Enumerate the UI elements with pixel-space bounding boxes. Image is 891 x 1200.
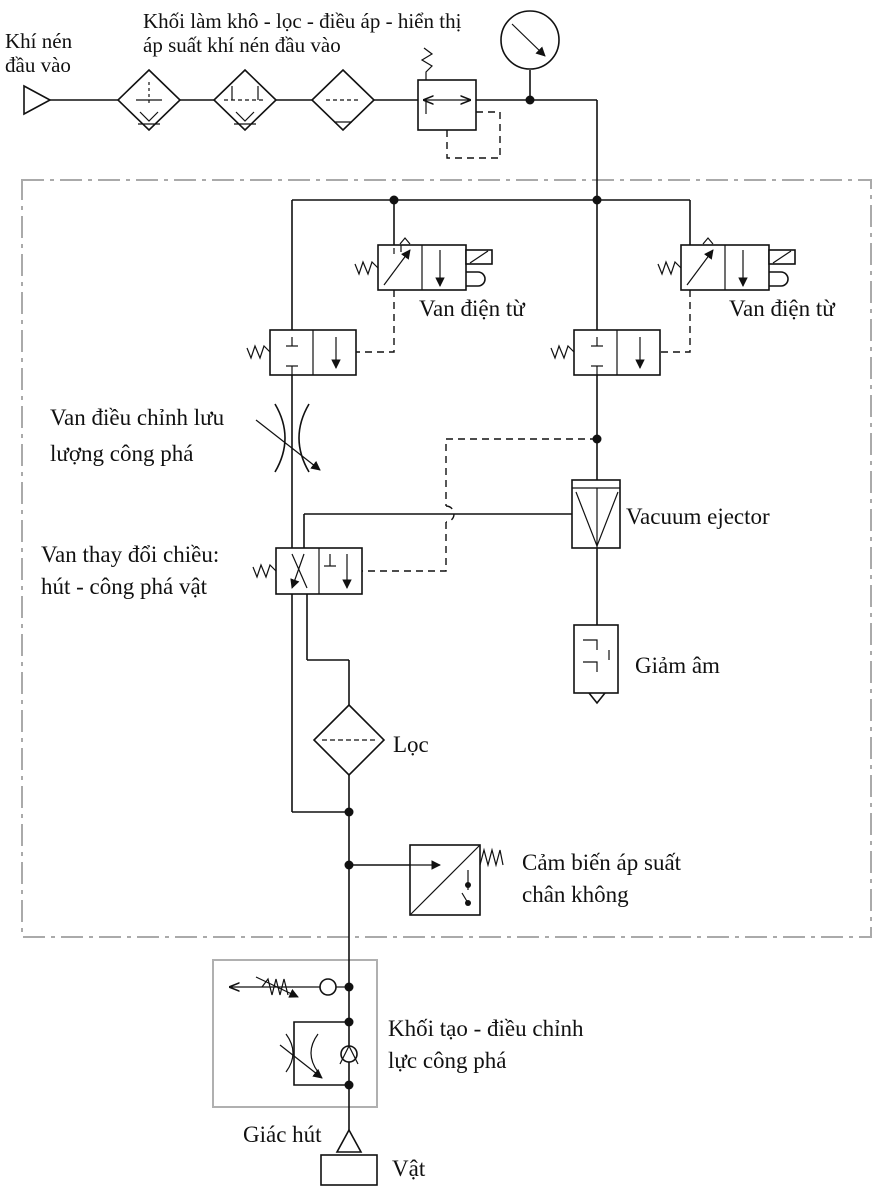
supply-line [50, 70, 598, 200]
solenoid-left-label: Van điện từ [419, 296, 526, 321]
junction-dot [344, 860, 354, 870]
silencer-icon [573, 624, 619, 705]
direction-valve-icon [252, 547, 363, 595]
inlet-label-line2: đầu vào [5, 53, 71, 77]
pilot-valve-right-icon [550, 329, 661, 376]
pressure-regulator-icon [417, 47, 501, 159]
pilot-valve-left-icon [246, 329, 357, 376]
suction-cup-icon [335, 1128, 363, 1153]
suction-cup-label: Giác hút [243, 1122, 322, 1147]
junction-dot [344, 1017, 354, 1027]
object-block [320, 1154, 378, 1186]
solenoid-valve-left-icon [354, 237, 493, 291]
junction-dot [344, 1080, 354, 1090]
vacuum-ejector-icon [571, 479, 621, 549]
vacuum-sensor-icon [409, 844, 504, 916]
prep-unit-label-line1: Khối làm khô - lọc - điều áp - hiển thị [143, 9, 462, 33]
sensor-label-line1: Cảm biến áp suất [522, 850, 682, 875]
inlet-filter-icon [212, 68, 278, 132]
pressure-gauge-icon [500, 10, 560, 70]
dryer-icon [116, 68, 182, 132]
fine-filter-icon [310, 68, 376, 132]
pilot-lines [356, 290, 691, 572]
junction-dot [344, 982, 354, 992]
ejector-label: Vacuum ejector [626, 504, 770, 529]
solenoid-valve-right-icon [657, 237, 796, 291]
junction-dot [389, 195, 399, 205]
air-inlet-icon [23, 84, 52, 116]
silencer-label: Giảm âm [635, 653, 720, 678]
vacuum-filter-icon [312, 703, 386, 777]
prep-unit-label-line2: áp suất khí nén đầu vào [143, 33, 341, 57]
junction-dot [525, 95, 535, 105]
direction-valve-label-line1: Van thay đổi chiều: [41, 542, 219, 567]
blow-off-unit-frame [212, 959, 378, 1108]
sensor-label-line2: chân không [522, 882, 629, 907]
filter-label: Lọc [393, 732, 429, 757]
solenoid-right-label: Van điện từ [729, 296, 836, 321]
flow-valve-label-line2: lượng công phá [50, 441, 193, 466]
junction-dot [592, 195, 602, 205]
object-label: Vật [392, 1156, 426, 1181]
control-unit-frame [21, 179, 872, 938]
inlet-label-line1: Khí nén [5, 29, 73, 53]
flow-control-valve-icon [255, 403, 321, 473]
blow-off-unit-icon [230, 965, 359, 1130]
direction-valve-label-line2: hút - công phá vật [41, 574, 208, 599]
junction-dot [344, 807, 354, 817]
control-piping [291, 199, 691, 965]
blow-unit-label-line1: Khối tạo - điều chỉnh [388, 1016, 584, 1041]
blow-unit-label-line2: lực công phá [388, 1048, 506, 1073]
flow-valve-label-line1: Van điều chỉnh lưu [50, 405, 225, 430]
